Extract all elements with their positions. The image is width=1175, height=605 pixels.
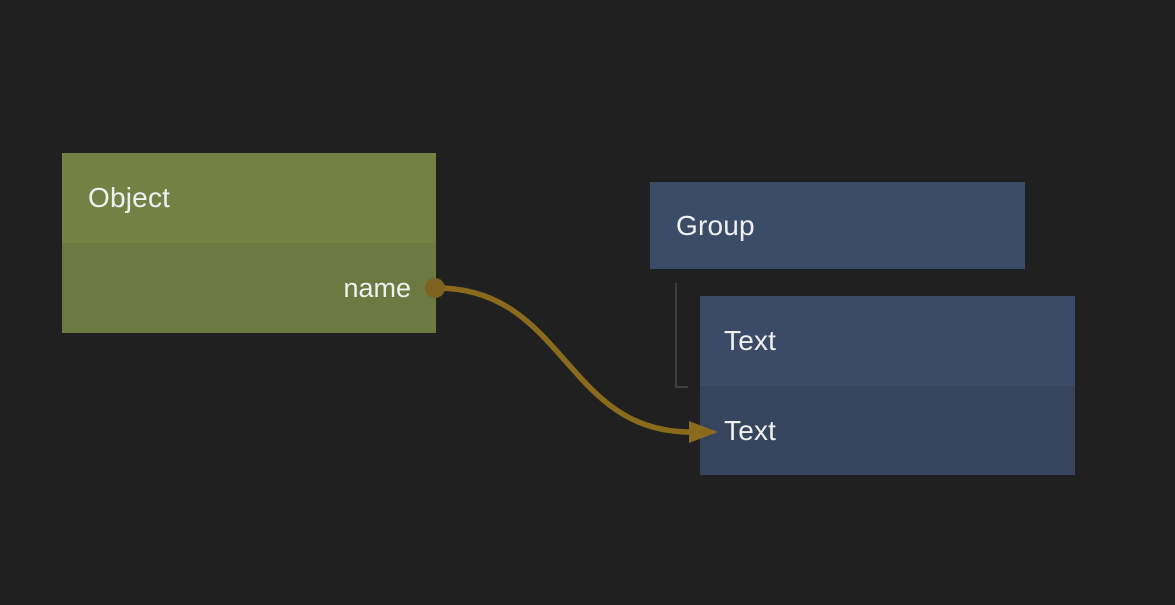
- node-text[interactable]: Text Text: [700, 296, 1075, 475]
- object-node-title: Object: [88, 182, 171, 213]
- text-node-title: Text: [724, 325, 777, 356]
- object-node-body: name: [62, 243, 436, 333]
- output-port-label: name: [343, 272, 411, 303]
- object-node-header[interactable]: Object: [62, 153, 436, 243]
- connection-edge[interactable]: [434, 285, 693, 435]
- group-node-title: Group: [676, 209, 755, 241]
- output-port[interactable]: [425, 278, 445, 298]
- text-node-header[interactable]: Text: [700, 296, 1075, 386]
- group-hierarchy-connector-line: [675, 283, 688, 388]
- text-node-row[interactable]: Text: [700, 386, 1075, 475]
- node-group[interactable]: Group: [650, 182, 1025, 269]
- text-row-label: Text: [724, 414, 777, 446]
- node-object[interactable]: Object name: [62, 153, 436, 333]
